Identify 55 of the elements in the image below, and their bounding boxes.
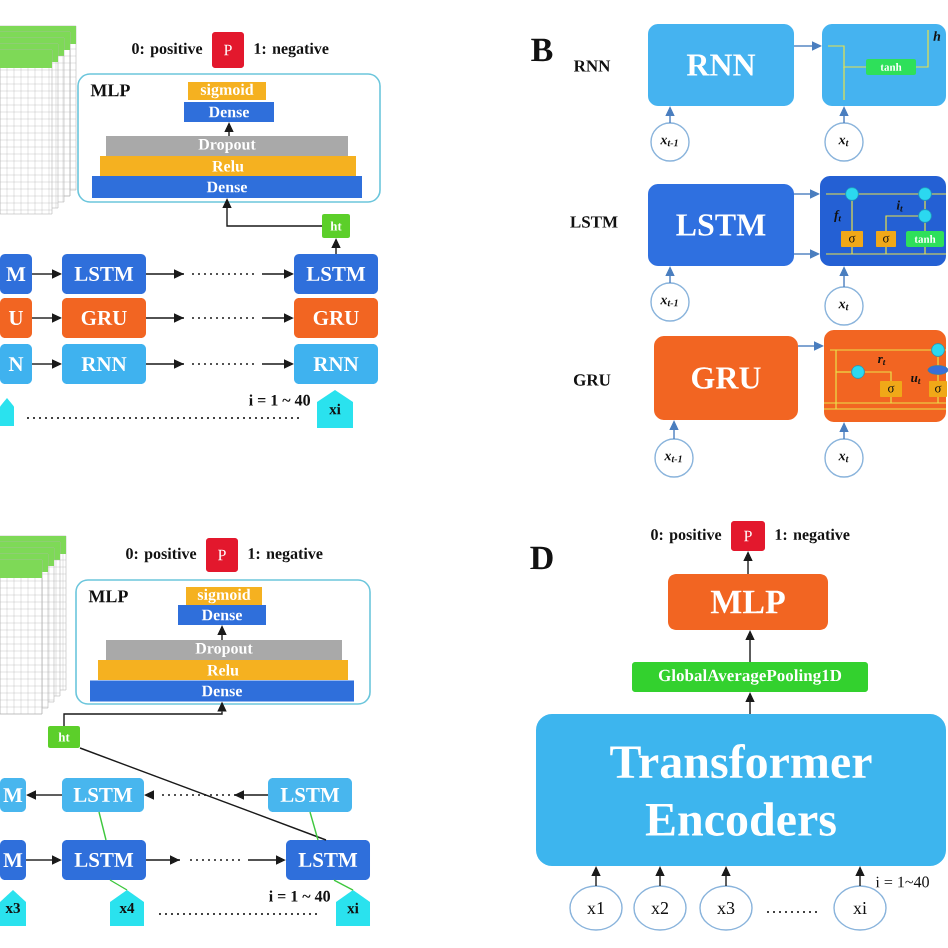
panel-letter: B [531,38,553,62]
pooling-box: GlobalAveragePooling1D [632,662,868,692]
cell-box: LSTM [294,254,378,294]
panel-letter: D [530,546,553,570]
layer-bar: Dense [178,605,266,625]
connector-line [98,811,107,841]
outcome-label: 0: positive [651,528,722,544]
row-label: LSTM [570,216,618,228]
outcome-label: 0: positive [132,42,203,58]
cell-box: LSTM [62,254,146,294]
cell-box: N [0,344,32,384]
output-box: P [206,538,238,572]
cell-box: U [0,298,32,338]
layer-bar: Relu [98,660,348,680]
layer-bar: Dense [184,102,274,122]
cell-box: M [0,778,26,812]
layer-bar: sigmoid [186,587,262,605]
cell-box: RNN [62,344,146,384]
cell-box: M [0,254,32,294]
input-tag [0,398,14,426]
layer-bar: Relu [100,156,356,176]
cell-box: LSTM [286,840,370,880]
layer-bar: Dropout [106,136,348,156]
layer-bar: Dense [90,680,354,702]
outcome-label: 1: negative [254,42,329,58]
range-label: i = 1 ~ 40 [269,890,330,902]
layer-bar: Dropout [106,640,342,660]
connector-line [79,747,327,841]
encoder-box: Transformer Encoders [536,714,946,866]
output-box: P [731,521,765,551]
cell-internals-box [822,24,946,106]
cell-box: RNN [294,344,378,384]
row-label: GRU [573,374,611,386]
cell-block: RNN [648,24,794,106]
cell-box: M [0,840,26,880]
layer-bar: sigmoid [188,82,266,100]
layer-bar: Dense [92,176,362,198]
range-label: i = 1~40 [875,876,929,888]
cell-box: LSTM [62,778,144,812]
cell-box: LSTM [62,840,146,880]
cell-block: LSTM [648,184,794,266]
outcome-label: 1: negative [248,547,323,563]
cell-box: GRU [62,298,146,338]
outcome-label: 0: positive [126,547,197,563]
cell-box: LSTM [268,778,352,812]
connector-line [333,879,354,891]
cell-block: GRU [654,336,798,420]
range-label: i = 1 ~ 40 [249,394,310,406]
row-label: RNN [573,60,611,72]
cell-box: GRU [294,298,378,338]
output-box: P [212,32,244,68]
outcome-label: 1: negative [775,528,850,544]
mlp-box: MLP [668,574,828,630]
connector-line [109,879,128,891]
connector-line [309,811,319,841]
